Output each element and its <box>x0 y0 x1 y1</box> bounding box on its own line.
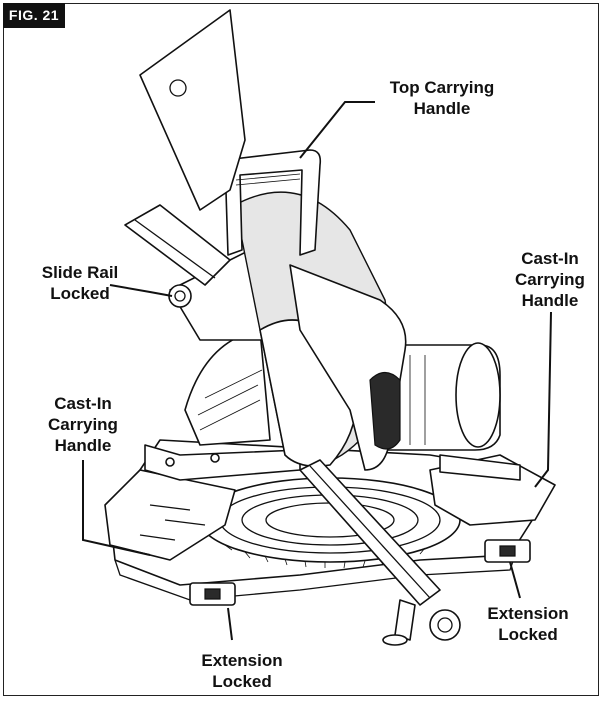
label-cast-in-handle-right: Cast-In Carrying Handle <box>515 249 585 310</box>
bevel-quadrant <box>185 330 270 445</box>
brand-logo-mark <box>170 80 186 96</box>
label-cast-in-handle-left: Cast-In Carrying Handle <box>48 394 118 455</box>
leader-top-handle <box>300 102 375 158</box>
label-extension-locked-left: Extension Locked <box>201 651 283 691</box>
leader-slide-rail <box>110 285 172 296</box>
slide-rail-lock-knob <box>169 285 191 307</box>
left-wing-table <box>105 470 235 560</box>
label-top-carrying-handle: Top Carrying Handle <box>389 78 495 118</box>
front-knob <box>430 610 460 640</box>
figure-tag: FIG. 21 <box>3 3 65 28</box>
right-fence <box>440 455 520 480</box>
handle-grip <box>370 373 400 450</box>
label-slide-rail-locked: Slide Rail Locked <box>41 263 119 303</box>
motor-cap <box>456 343 500 447</box>
leader-left-handle <box>83 460 150 555</box>
leader-right-handle <box>535 312 551 487</box>
leader-ext-left <box>228 608 232 640</box>
leader-ext-right <box>510 562 520 598</box>
dust-chute <box>140 10 245 210</box>
label-extension-locked-right: Extension Locked <box>487 604 569 644</box>
figure-frame <box>3 3 599 696</box>
slide-rails <box>125 205 230 285</box>
